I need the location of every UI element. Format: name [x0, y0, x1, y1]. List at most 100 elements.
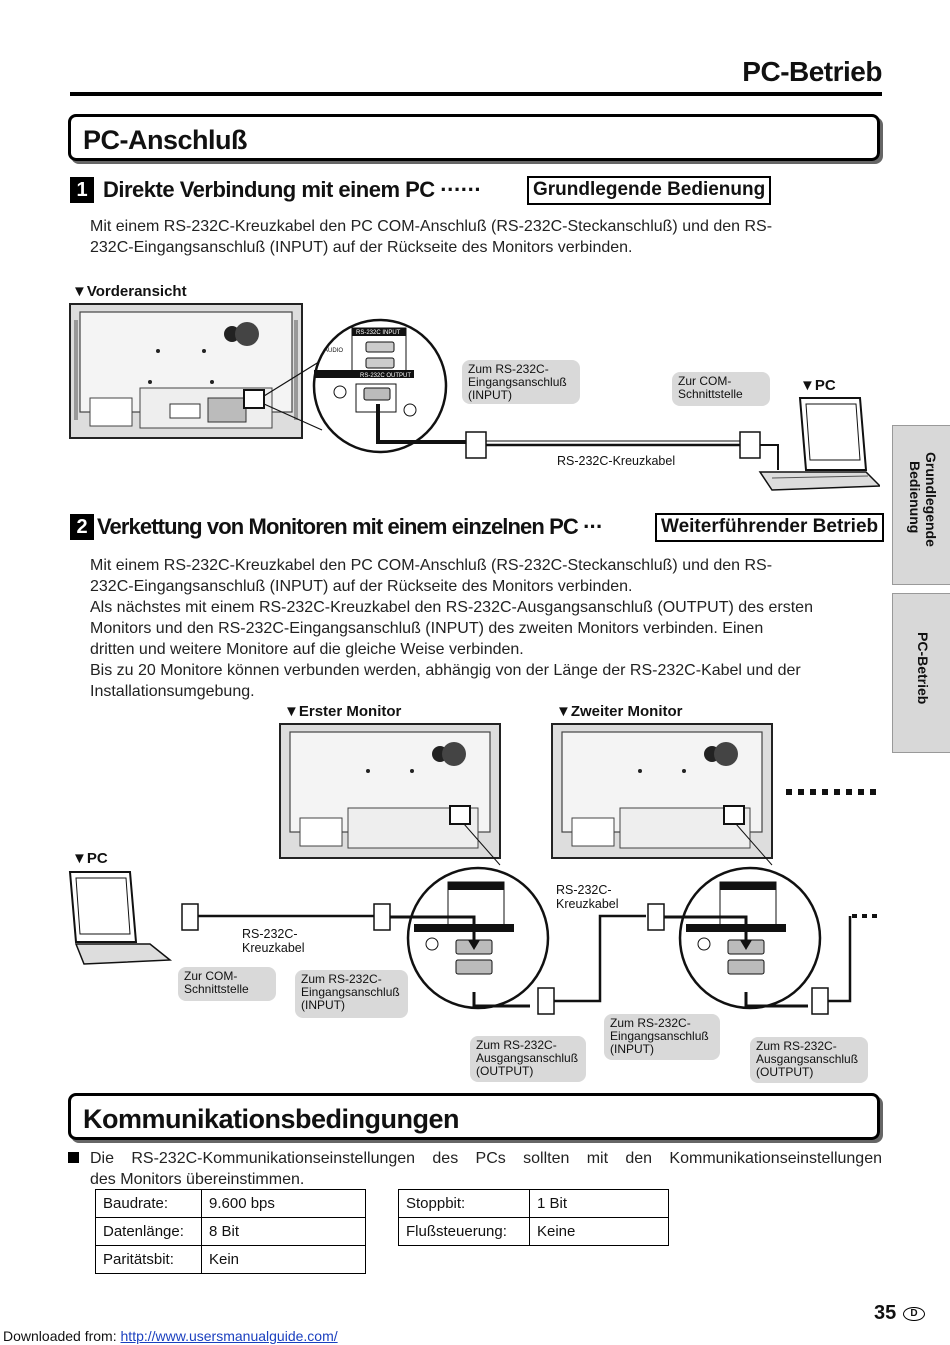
svg-text:AUDIO: AUDIO [324, 348, 343, 354]
side-tab-label-line: Bedienung [907, 461, 923, 534]
monitor-back-illustration [69, 303, 303, 439]
language-badge: D [903, 1307, 925, 1321]
table-cell-label: Flußsteuerung: [398, 1217, 530, 1246]
callout-line: (OUTPUT) [476, 1064, 534, 1078]
download-source: Downloaded from: http://www.usersmanualg… [3, 1328, 338, 1344]
callout-output-2a: Zum RS-232C- Ausgangsanschluß (OUTPUT) [470, 1036, 586, 1082]
page-number: 35 [874, 1302, 897, 1324]
laptop-illustration-2 [68, 871, 173, 965]
step1-text-line: 232C-Eingangsanschluß (INPUT) auf der Rü… [90, 239, 633, 256]
step2-text: Mit einem RS-232C-Kreuzkabel den PC COM-… [90, 555, 813, 702]
cable-label-2a: RS-232C- Kreuzkabel [242, 927, 305, 955]
table-row: Flußsteuerung: Keine [398, 1217, 669, 1246]
section2-text-line: Die RS-232C-Kommunikationseinstellungen … [90, 1150, 882, 1167]
step2-text-line: Installationsumgebung. [90, 683, 255, 700]
section-title: Kommunikationsbedingungen [83, 1104, 460, 1134]
table-cell-value: 1 Bit [529, 1189, 669, 1218]
step-tag-basic: Grundlegende Bedienung [527, 176, 772, 205]
callout-com-1: Zur COM- Schnittstelle [672, 372, 770, 406]
callout-line: (OUTPUT) [756, 1065, 814, 1079]
table-row: Baudrate: 9.600 bps [95, 1189, 366, 1218]
side-tab-label: Grundlegende Bedienung [907, 452, 939, 547]
callout-line: Ausgangsanschluß [756, 1052, 859, 1066]
side-tab-pc-betrieb[interactable]: PC-Betrieb [892, 593, 950, 753]
step-number-2: 2 [70, 514, 94, 540]
step-title-2: Verkettung von Monitoren mit einem einze… [97, 514, 603, 539]
step2-text-line: Monitors und den RS-232C-Eingangsanschlu… [90, 620, 764, 637]
cable-label-2b: RS-232C- Kreuzkabel [556, 883, 619, 911]
callout-line: Ausgangsanschluß [476, 1051, 579, 1065]
callout-line: Zum RS-232C- [476, 1038, 557, 1052]
page-header: PC-Betrieb [70, 52, 882, 96]
callout-line: Eingangsanschluß [301, 985, 400, 999]
callout-output-2b: Zum RS-232C- Ausgangsanschluß (OUTPUT) [750, 1037, 868, 1083]
section2-text-line: des Monitors übereinstimmen. [90, 1171, 305, 1188]
table-cell-value: 8 Bit [201, 1217, 366, 1246]
table-cell-value: 9.600 bps [201, 1189, 366, 1218]
second-monitor-label: ▼Zweiter Monitor [556, 703, 683, 720]
front-view-label: ▼Vorderansicht [72, 283, 187, 300]
zoom-circle-1 [406, 866, 550, 1010]
side-tab-label: PC-Betrieb [915, 632, 931, 705]
side-tab-label-line: Grundlegende [923, 452, 939, 547]
callout-line: Zur COM- [678, 374, 732, 388]
callout-line: Zum RS-232C- [468, 362, 549, 376]
callout-line: Zum RS-232C- [756, 1039, 837, 1053]
step1-text-line: Mit einem RS-232C-Kreuzkabel den PC COM-… [90, 218, 773, 235]
page-title: PC-Betrieb [742, 56, 882, 87]
step-tag-advanced: Weiterführender Betrieb [655, 513, 885, 542]
zoom-circle-ports: RS-232C INPUT RS-232C OUTPUT AUDIO [312, 318, 448, 454]
cable-label-1: RS-232C-Kreuzkabel [557, 454, 676, 468]
cable-label-line: RS-232C- [556, 883, 612, 897]
callout-input-2a: Zum RS-232C- Eingangsanschluß (INPUT) [295, 970, 408, 1018]
zoom-circle-2 [678, 866, 822, 1010]
side-tab-grundlegende-bedienung[interactable]: Grundlegende Bedienung [892, 425, 950, 585]
port-input-text: RS-232C INPUT [356, 330, 401, 336]
callout-com-2: Zur COM- Schnittstelle [178, 967, 276, 1001]
first-monitor-label: ▼Erster Monitor [284, 703, 402, 720]
cable-label-line: Kreuzkabel [556, 897, 619, 911]
step2-text-line: Mit einem RS-232C-Kreuzkabel den PC COM-… [90, 557, 773, 574]
laptop-illustration [758, 397, 880, 491]
svg-text:RS-232C OUTPUT: RS-232C OUTPUT [360, 373, 411, 379]
step2-text-line: dritten und weitere Monitore auf die gle… [90, 641, 524, 658]
pc-label-1: ▼PC [800, 377, 836, 394]
table-row: Paritätsbit: Kein [95, 1245, 366, 1274]
section-title: PC-Anschluß [83, 125, 248, 155]
step1-text: Mit einem RS-232C-Kreuzkabel den PC COM-… [90, 216, 772, 258]
pc-label-2: ▼PC [72, 850, 108, 867]
comm-table-right: Stoppbit: 1 Bit Flußsteuerung: Keine [398, 1189, 669, 1246]
callout-input-2b: Zum RS-232C- Eingangsanschluß (INPUT) [604, 1014, 720, 1060]
table-cell-label: Paritätsbit: [95, 1245, 202, 1274]
figure-direct-connection: RS-232C INPUT RS-232C OUTPUT AUDIO [69, 303, 880, 491]
callout-input-1: Zum RS-232C- Eingangsanschluß (INPUT) [462, 360, 580, 404]
first-monitor-illustration [279, 723, 501, 859]
callout-line: (INPUT) [301, 998, 345, 1012]
bullet-icon [68, 1152, 79, 1163]
table-cell-value: Keine [529, 1217, 669, 1246]
table-row: Datenlänge: 8 Bit [95, 1217, 366, 1246]
section2-text: Die RS-232C-Kommunikationseinstellungen … [90, 1148, 882, 1190]
callout-line: (INPUT) [468, 388, 512, 402]
step-title-1: Direkte Verbindung mit einem PC ······ [103, 177, 482, 202]
step-number-1: 1 [70, 177, 94, 203]
section-heading-kommunikation: Kommunikationsbedingungen [68, 1093, 880, 1140]
download-prefix: Downloaded from: [3, 1328, 121, 1344]
table-cell-label: Datenlänge: [95, 1217, 202, 1246]
callout-line: Eingangsanschluß [468, 375, 567, 389]
callout-line: Schnittstelle [184, 982, 249, 996]
table-cell-value: Kein [201, 1245, 366, 1274]
comm-table-left: Baudrate: 9.600 bps Datenlänge: 8 Bit Pa… [95, 1189, 366, 1274]
download-link[interactable]: http://www.usersmanualguide.com/ [120, 1328, 338, 1344]
table-cell-label: Stoppbit: [398, 1189, 530, 1218]
table-row: Stoppbit: 1 Bit [398, 1189, 669, 1218]
cable-label-line: Kreuzkabel [242, 941, 305, 955]
callout-line: Schnittstelle [678, 387, 743, 401]
table-cell-label: Baudrate: [95, 1189, 202, 1218]
callout-line: Zum RS-232C- [610, 1016, 691, 1030]
callout-line: Eingangsanschluß [610, 1029, 709, 1043]
second-monitor-illustration [551, 723, 773, 859]
step2-text-line: Als nächstes mit einem RS-232C-Kreuzkabe… [90, 599, 813, 616]
callout-line: (INPUT) [610, 1042, 654, 1056]
callout-line: Zur COM- [184, 969, 238, 983]
